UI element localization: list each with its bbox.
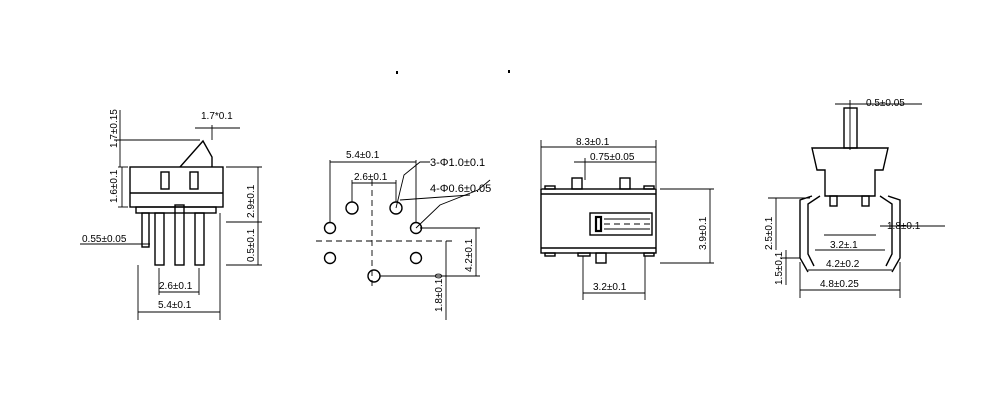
switch-body [129,166,224,208]
dim-top-slot: 0.75±0.05 [590,152,635,163]
dim-fp-offset: 1.8±0.10 [434,273,445,312]
hole-1 [345,201,359,215]
shaft [843,107,858,149]
dim-end-standoff: 1.5±0.1 [774,251,785,285]
note-holes-small: 3-Φ1.0±0.1 [430,157,485,169]
pin-left [154,212,165,266]
top-view: 8.3±0.1 0.75±0.05 3.9±0.1 3.2±0.1 [540,137,714,300]
dim-pin-w: 0.55±0.05 [82,234,127,245]
note-holes-large: 4-Φ0.6±0.05 [430,183,491,195]
leg-right [887,195,901,273]
dim-top-length: 8.3±0.1 [576,137,610,148]
end-body [811,147,889,197]
dim-fp-width: 5.4±0.1 [346,150,380,161]
dim-body-h: 1.6±0.1 [109,169,120,203]
hole-7 [367,269,381,283]
top-body [540,188,657,254]
dim-lever-w: 1.7*0.1 [201,111,233,122]
dim-lever-h: 1.7±0.15 [109,109,120,148]
end-view: 0.5±0.05 2.5±0.1 1.8±0.1 3.2±.1 1.5±0.1 … [764,98,945,298]
footprint-view: 5.4±0.1 2.6±0.1 3-Φ1.0±0.1 4-Φ0.6±0.05 4… [316,150,491,320]
dim-total-h: 2.9±0.1 [246,184,257,218]
dim-end-mid: 4.2±0.2 [826,259,860,270]
dim-width: 5.4±0.1 [158,300,192,311]
leg-left [799,195,813,273]
dim-end-leg: 2.5±0.1 [764,216,775,250]
side-view: 1.7±0.15 1.7*0.1 1.6±0.1 2.9±0.1 0.5±0.1… [80,109,262,320]
dim-pin-len: 0.5±0.1 [246,228,257,262]
lever-outline [179,139,213,168]
dim-pitch: 2.6±0.1 [159,281,193,292]
actuator-slot [589,212,653,236]
dim-fp-pitch: 2.6±0.1 [354,172,388,183]
hole-3 [323,221,337,235]
hole-5 [323,251,337,265]
dim-end-outer: 4.8±0.25 [820,279,859,290]
dim-top-actuator: 3.2±0.1 [593,282,627,293]
stray-marks [396,70,510,74]
hole-6 [409,251,423,265]
dim-fp-row: 4.2±0.1 [464,238,475,272]
dim-top-depth: 3.9±0.1 [698,216,709,250]
dim-end-shaft: 0.5±0.05 [866,98,905,109]
dim-end-inner: 3.2±.1 [830,240,858,251]
dim-end-pad: 1.8±0.1 [887,221,921,232]
pin-right [194,212,205,266]
pin-mid [174,204,185,266]
